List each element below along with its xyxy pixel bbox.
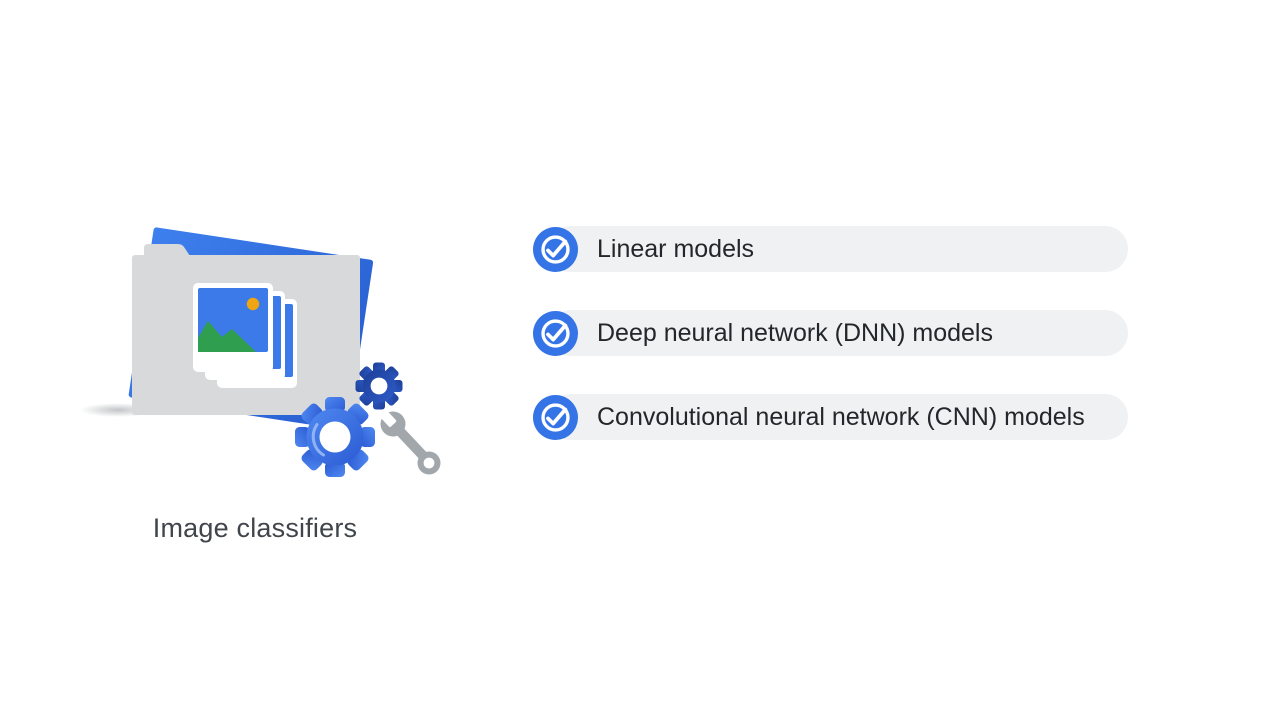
item-label: Deep neural network (DNN) models — [597, 319, 993, 347]
mountains — [198, 321, 256, 352]
small-gear-icon — [355, 362, 403, 410]
wrench-icon — [378, 408, 441, 475]
photo-card-front — [193, 283, 273, 372]
check-circle-icon — [533, 394, 578, 440]
list-item: Convolutional neural network (CNN) model… — [533, 394, 1173, 440]
item-pill: Linear models — [548, 226, 1128, 272]
item-label: Convolutional neural network (CNN) model… — [597, 403, 1085, 431]
item-label: Linear models — [597, 235, 755, 263]
item-pill: Deep neural network (DNN) models — [548, 310, 1128, 356]
illustration-caption: Image classifiers — [152, 513, 358, 543]
list-item: Deep neural network (DNN) models — [533, 310, 1173, 356]
large-gear-icon — [295, 397, 375, 477]
check-circle-icon — [533, 226, 578, 272]
sun — [246, 297, 260, 311]
image-classifiers-illustration — [70, 195, 470, 495]
model-checklist: Linear models Deep neural network (DNN) … — [533, 226, 1173, 478]
check-circle-icon — [533, 310, 578, 356]
item-pill: Convolutional neural network (CNN) model… — [548, 394, 1128, 440]
list-item: Linear models — [533, 226, 1173, 272]
illustration-canvas — [80, 227, 441, 477]
folder-tab — [144, 244, 190, 256]
gear-highlight — [311, 423, 325, 457]
